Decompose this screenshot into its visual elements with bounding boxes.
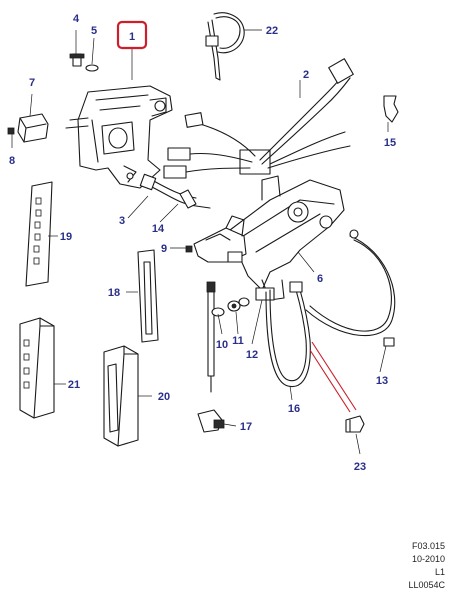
part-1-shifter-housing bbox=[65, 85, 173, 189]
callout-9[interactable]: 9 bbox=[161, 243, 167, 255]
part-17-switch bbox=[197, 409, 225, 433]
callout-14[interactable]: 14 bbox=[152, 223, 165, 235]
callout-20[interactable]: 20 bbox=[158, 391, 170, 403]
callout-23[interactable]: 23 bbox=[354, 461, 366, 473]
reference-code-f03: F03.015 bbox=[411, 541, 445, 551]
part-22-cable-tie bbox=[205, 12, 245, 81]
callout-2[interactable]: 2 bbox=[303, 69, 309, 81]
reference-id: LL0054C bbox=[408, 580, 445, 590]
part-15-clip bbox=[383, 95, 399, 123]
callout-labels: 1 2 3 4 5 6 7 8 9 10 11 12 13 14 15 16 1… bbox=[9, 13, 396, 473]
callout-13[interactable]: 13 bbox=[376, 375, 388, 387]
callout-16[interactable]: 16 bbox=[288, 403, 300, 415]
part-20-bezel-block bbox=[103, 345, 139, 447]
callout-5[interactable]: 5 bbox=[91, 25, 97, 37]
callout-18[interactable]: 18 bbox=[108, 287, 120, 299]
part-13-long-cable bbox=[305, 229, 396, 347]
part-10-rod bbox=[206, 281, 216, 393]
callout-1[interactable]: 1 bbox=[129, 31, 135, 43]
part-19-slide-plate bbox=[25, 181, 53, 287]
highlight-box bbox=[116, 20, 148, 50]
callout-7[interactable]: 7 bbox=[29, 77, 35, 89]
callout-19[interactable]: 19 bbox=[60, 231, 72, 243]
highlight-leader-lines bbox=[309, 341, 357, 413]
part-21-bezel-block bbox=[19, 317, 55, 419]
reference-level: L1 bbox=[434, 567, 445, 577]
part-14-lever-linkage bbox=[139, 173, 211, 209]
part-9-selector-lever bbox=[185, 215, 247, 263]
callout-17[interactable]: 17 bbox=[240, 421, 252, 433]
part-12-bushing bbox=[211, 297, 250, 317]
callout-15[interactable]: 15 bbox=[384, 137, 396, 149]
callout-3[interactable]: 3 bbox=[119, 215, 125, 227]
part-7-cap bbox=[17, 113, 49, 143]
callout-8[interactable]: 8 bbox=[9, 155, 15, 167]
part-2-wiring-harness bbox=[163, 58, 354, 179]
callout-12[interactable]: 12 bbox=[246, 349, 258, 361]
part-6-mechanism-bracket bbox=[229, 175, 345, 301]
callout-6[interactable]: 6 bbox=[317, 273, 323, 285]
part-4-screw bbox=[69, 53, 85, 67]
part-5-washer bbox=[85, 64, 99, 72]
part-11-washer bbox=[227, 300, 241, 312]
part-18-gate-plate bbox=[137, 249, 159, 343]
part-19-slots bbox=[33, 197, 42, 265]
callout-11[interactable]: 11 bbox=[232, 335, 244, 347]
callout-21[interactable]: 21 bbox=[68, 379, 80, 391]
callout-4[interactable]: 4 bbox=[73, 13, 80, 25]
reference-date: 10-2010 bbox=[411, 554, 445, 564]
part-21-slots bbox=[23, 339, 30, 389]
leader-lines bbox=[11, 29, 389, 455]
part-16-cable-loop bbox=[265, 281, 311, 388]
callout-10[interactable]: 10 bbox=[216, 339, 228, 351]
part-8-small-screw bbox=[7, 127, 15, 135]
part-23-grommet bbox=[345, 415, 365, 433]
callout-22[interactable]: 22 bbox=[266, 25, 278, 37]
